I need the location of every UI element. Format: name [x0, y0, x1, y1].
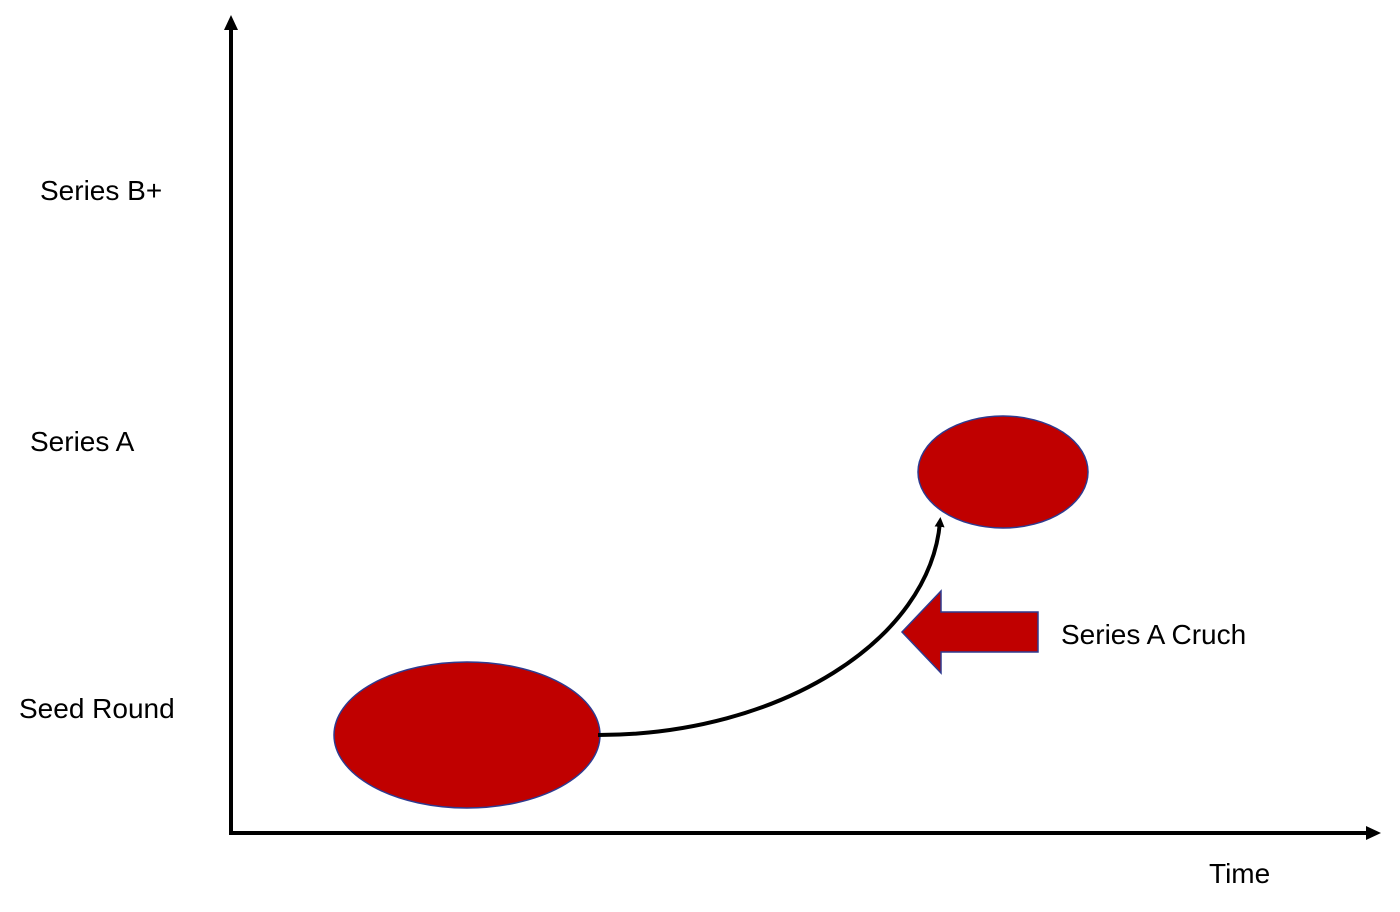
y-label-series-b-plus: Series B+: [40, 175, 163, 206]
growth-curve-arrow: [597, 517, 945, 737]
y-label-seed-round: Seed Round: [19, 693, 175, 724]
series-a-bubble: [917, 415, 1089, 529]
x-axis-label-time: Time: [1209, 858, 1271, 889]
y-label-series-a: Series A: [30, 426, 135, 457]
seed-round-bubble: [333, 661, 601, 809]
y-axis-arrowhead: [224, 15, 238, 30]
x-axis-arrowhead: [1366, 826, 1381, 840]
crunch-block-arrow: [900, 589, 1039, 675]
series-a-crunch-label: Series A Cruch: [1061, 619, 1247, 650]
